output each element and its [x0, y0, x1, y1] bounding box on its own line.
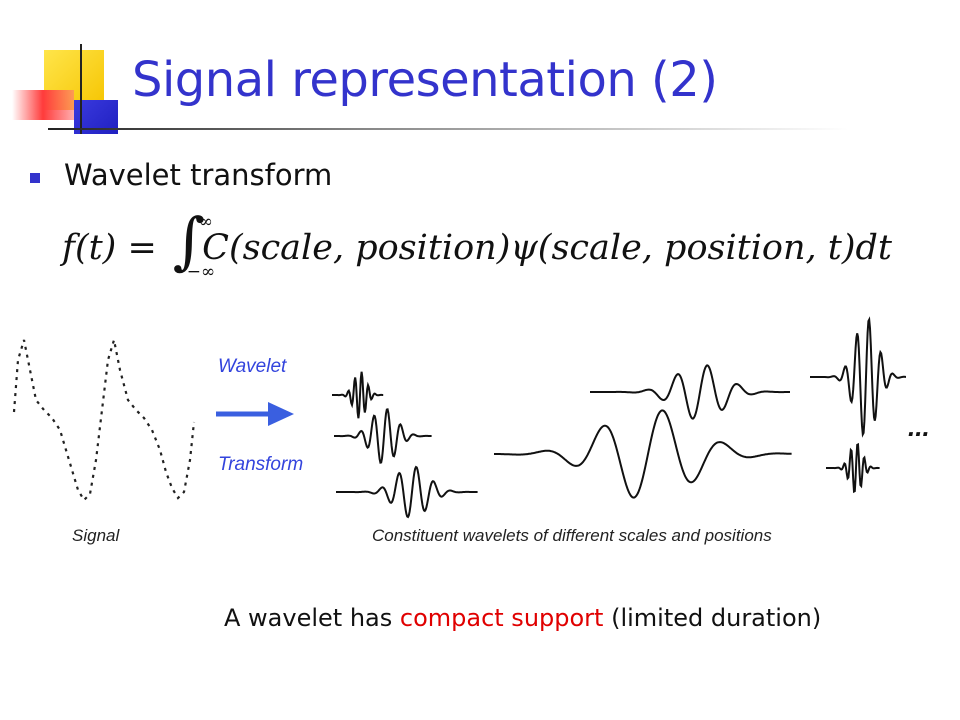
title-underline	[48, 128, 848, 130]
ellipsis-text: ...	[908, 412, 930, 442]
integral-upper-limit: ∞	[198, 212, 213, 232]
wavelet-small-2	[334, 408, 432, 464]
wavelet-figure: Wavelet Transform ... Signal Constituent…	[12, 316, 930, 545]
wavelets-label: Constituent wavelets of different scales…	[372, 526, 772, 545]
decor-vertical-line	[80, 44, 82, 134]
transform-arrow-icon	[216, 402, 294, 426]
wavelet-group	[332, 316, 906, 519]
arrow-label-wavelet: Wavelet	[218, 356, 287, 377]
integral-sign: ∫	[172, 204, 206, 277]
formula-lhs: f(t) =	[62, 228, 157, 268]
wavelet-small-3	[336, 465, 478, 519]
integral-symbol: ∫ ∞ −∞	[165, 204, 215, 284]
formula-rhs: C(scale, position)ψ(scale, position, t)d…	[202, 228, 892, 268]
wavelet-tall	[810, 316, 906, 438]
wavelet-small-1	[332, 371, 384, 419]
wavelet-large	[494, 409, 792, 499]
wavelet-medium	[590, 364, 790, 420]
caption-highlight: compact support	[399, 604, 604, 632]
bullet-square-icon	[30, 173, 40, 183]
wavelet-small-4	[826, 442, 880, 494]
wavelet-formula: f(t) = ∫ ∞ −∞ C(scale, position)ψ(scale,…	[62, 204, 892, 284]
caption: A wavelet has compact support (limited d…	[224, 604, 821, 632]
bullet-item: Wavelet transform	[30, 158, 332, 192]
slide-title: Signal representation (2)	[132, 52, 718, 108]
signal-label: Signal	[72, 526, 120, 545]
caption-after: (limited duration)	[603, 604, 822, 632]
decor-red-bar	[12, 90, 74, 120]
integral-lower-limit: −∞	[186, 262, 216, 282]
caption-before: A wavelet has	[224, 604, 400, 632]
signal-waveform	[12, 339, 196, 502]
arrow-label-transform: Transform	[218, 454, 303, 475]
bullet-text: Wavelet transform	[64, 158, 333, 192]
